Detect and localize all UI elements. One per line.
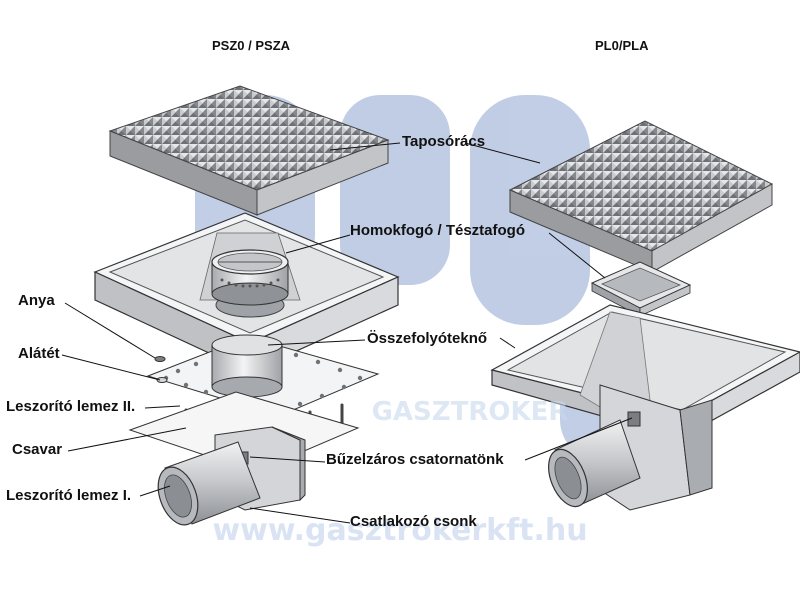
label-csavar: Csavar xyxy=(12,441,63,458)
label-leszorito2: Leszorító lemez II. xyxy=(6,398,136,415)
label-csatlakozo: Csatlakozó csonk xyxy=(350,513,477,530)
label-anya: Anya xyxy=(18,292,55,309)
leader-lines xyxy=(61,142,633,524)
label-osszefolyo: Összefolyóteknő xyxy=(367,330,488,347)
title-left: PSZ0 / PSZA xyxy=(212,38,291,53)
svg-text:GASZTROKER: GASZTROKER xyxy=(372,397,569,427)
sand-trap-right xyxy=(590,261,692,317)
sand-trap-left xyxy=(211,249,289,306)
label-taposoracs: Taposórács xyxy=(402,133,486,150)
label-alatet: Alátét xyxy=(18,345,60,362)
watermark-text: www.gasztrokerkft.hu GASZTROKER xyxy=(212,397,587,548)
pipe-left xyxy=(157,441,261,526)
svg-text:www.gasztrokerkft.hu: www.gasztrokerkft.hu xyxy=(212,513,587,548)
trap-cylinder-left xyxy=(211,334,283,398)
label-homokfogo: Homokfogó / Tésztafogó xyxy=(350,222,525,239)
label-leszorito1: Leszorító lemez I. xyxy=(6,487,132,504)
title-right: PL0/PLA xyxy=(595,38,649,53)
nuts-washers xyxy=(154,356,168,383)
grate-right xyxy=(508,120,774,273)
basin-right xyxy=(490,304,800,440)
grate-left xyxy=(108,85,390,216)
pipe-right xyxy=(548,419,641,508)
label-buzelzaros: Bűzelzáros csatornatönk xyxy=(326,451,504,468)
